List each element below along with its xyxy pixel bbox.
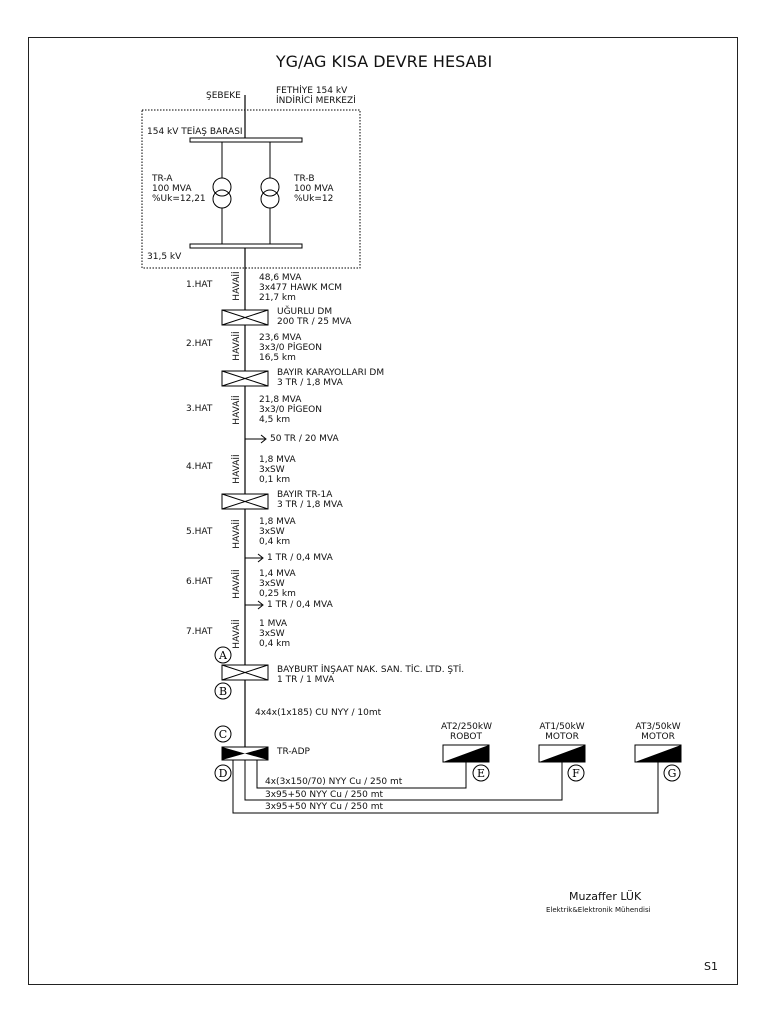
load-box-motor-1 [538,744,586,763]
author-name: Muzaffer LÜK [569,890,642,903]
line-3-name: 3.HAT [186,404,213,414]
overhead-label-5: HAVAİİ [232,519,242,549]
node-g: G [663,764,681,782]
substation-ugurlu [221,309,269,326]
load-box-motor-2 [634,744,682,763]
node-b: B [214,682,232,700]
feeder-motor-1 [244,760,563,801]
main-cable-label: 4x4x(1x185) CU NYY / 10mt [255,708,382,718]
trb-primary-winding [260,177,280,197]
tra-primary-winding [212,177,232,197]
cable-motor-1-label: 3x95+50 NYY Cu / 250 mt [265,790,384,800]
author-title: Elektrik&Elektronik Mühendisi [546,906,651,914]
overhead-label-2: HAVAİİ [232,331,242,361]
node-f: F [567,764,585,782]
cable-motor-2-label: 3x95+50 NYY Cu / 250 mt [265,802,384,812]
svg-text:F: F [572,767,580,780]
node-c: C [214,725,232,743]
drawing-frame [28,37,738,985]
tap-arrow-3 [245,600,264,610]
overhead-label-7: HAVAİİ [232,619,242,649]
bus-154kv [189,137,303,143]
page-title: YG/AG KISA DEVRE HESABI [275,52,493,71]
bus-31-5kv [189,243,303,249]
svg-text:B: B [219,685,227,698]
substation-boundary [141,109,361,269]
tap-1-label: 50 TR / 20 MVA [270,434,339,444]
bus-154kv-label: 154 kV TEİAŞ BARASI [147,127,243,137]
tap-2-label: 1 TR / 0,4 MVA [267,553,333,563]
line-1-name: 1.HAT [186,280,213,290]
line-5-name: 5.HAT [186,527,213,537]
node-a: A [214,646,232,664]
svg-text:C: C [219,728,227,741]
overhead-label-1: HAVAİİ [232,271,242,301]
line-7-name: 7.HAT [186,627,213,637]
cable-robot-label: 4x(3x150/70) NYY Cu / 250 mt [265,777,403,787]
tap-3-label: 1 TR / 0,4 MVA [267,600,333,610]
substation-bayir-tr1a [221,493,269,510]
bus-31-5kv-label: 31,5 kV [147,252,182,262]
svg-text:D: D [219,767,228,780]
node-e: E [472,764,490,782]
page-number: S1 [704,960,718,973]
svg-text:E: E [477,767,485,780]
svg-text:G: G [668,767,677,780]
overhead-label-4: HAVAİİ [232,454,242,484]
svg-text:A: A [218,649,228,662]
substation-bayburt [221,664,269,681]
tap-arrow-1 [245,434,267,444]
line-4-name: 4.HAT [186,462,213,472]
tap-arrow-2 [245,553,264,563]
substation-bayir-karayollari [221,370,269,387]
feeder-robot [256,760,467,789]
node-d: D [214,764,232,782]
tr-adp-symbol [221,746,269,761]
load-box-robot [442,744,490,763]
feeder-motor-2 [232,760,659,814]
line-6-name: 6.HAT [186,577,213,587]
line-2-name: 2.HAT [186,339,213,349]
tr-adp-label: TR-ADP [277,747,310,757]
substation-bayburt-label: BAYBURT İNŞAAT NAK. SAN. TİC. LTD. ŞTİ.1… [277,665,465,685]
overhead-label-6: HAVAİİ [232,569,242,599]
grid-label: ŞEBEKE [206,91,241,101]
overhead-label-3: HAVAİİ [232,395,242,425]
